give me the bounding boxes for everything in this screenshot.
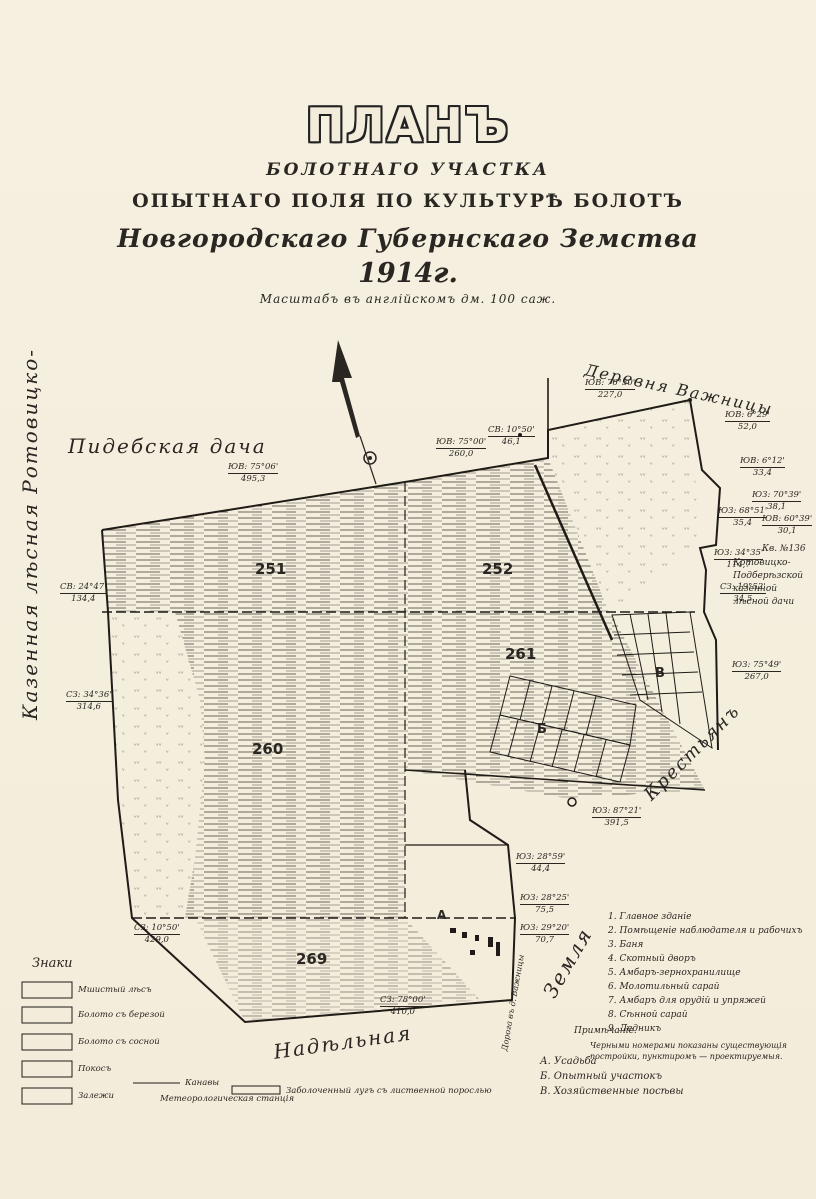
- plot-area-261: [405, 612, 705, 798]
- key-item: 2. Помѣщеніе наблюдателя и рабочихъ: [608, 926, 803, 936]
- boundary-line-west: [101, 529, 517, 1024]
- section-letter: В: [655, 666, 665, 681]
- khotovitsko-label: Котовицко-Подберѣзской казенной лѣсной д…: [733, 558, 804, 607]
- bearing-label: ЮЗ: 87°21'391,5: [592, 806, 642, 828]
- field-grid-b: [489, 675, 637, 783]
- map-year: 1914г.: [358, 258, 458, 289]
- subtitle-experimental-field: ОПЫТНАГО ПОЛЯ ПО КУЛЬТУРѢ БОЛОТЪ: [132, 190, 684, 212]
- section-letter: Б: [537, 722, 547, 737]
- bearing-label: ЮВ: 6°29'52,0: [725, 410, 770, 432]
- map-scale: Масштабъ въ англійскомъ дм. 100 саж.: [259, 292, 557, 306]
- subtitle-bog-plot: БОЛОТНАГО УЧАСТКА: [266, 160, 550, 180]
- key-item: 4. Скотный дворъ: [608, 954, 696, 964]
- legend-item: Заболоченный лугъ съ лиственной порослью: [286, 1086, 492, 1096]
- key-item: 6. Молотильный сарай: [608, 982, 720, 992]
- plot-area-269: [195, 918, 480, 1022]
- section-key-item: Б. Опытный участокъ: [540, 1071, 663, 1082]
- legend-swatches: [21, 981, 281, 1105]
- key-item: 7. Амбаръ для орудій и упряжей: [608, 996, 766, 1006]
- bearing-label: ЮВ: 76°30'227,0: [585, 378, 636, 400]
- bearing-label: ЮЗ: 70°39'38,1: [752, 490, 802, 512]
- section-key-item: В. Хозяйственные посѣвы: [540, 1086, 684, 1097]
- plot-area-260: [175, 612, 405, 918]
- legend-item: Метеорологическая станція: [160, 1094, 295, 1104]
- bearing-label: ЮЗ: 34°35'114,7: [714, 548, 764, 570]
- section-key-item: А. Усадьба: [540, 1056, 597, 1067]
- bearing-label: ЮВ: 60°39'30,1: [762, 514, 813, 536]
- key-item: 1. Главное зданіе: [608, 912, 692, 922]
- bearing-label: ЮЗ: 68°51'35,4: [718, 506, 768, 528]
- bearing-label: СЗ: 78°00'410,0: [380, 995, 426, 1017]
- estate-label: Пидебская дача: [68, 434, 267, 458]
- bearing-label: ЮЗ: 75°49'267,0: [732, 660, 782, 682]
- plot-number: 251: [255, 560, 287, 578]
- key-item: 9. Ледникъ: [608, 1024, 662, 1034]
- north-arrow-icon: [332, 340, 377, 485]
- legend-item: Болото съ березой: [78, 1010, 165, 1020]
- note-text: Черными номерами показаны существующія п…: [590, 1041, 787, 1061]
- forest-zone-right: [548, 400, 700, 615]
- plot-number: 261: [505, 645, 537, 663]
- legend-item: Мшистый лѣсъ: [78, 985, 152, 995]
- section-letter: А: [437, 908, 447, 922]
- key-item: 3. Баня: [608, 940, 644, 950]
- map-title: ПЛАНЪ: [305, 98, 511, 152]
- bearing-label: ЮЗ: 29°20'70,7: [520, 923, 570, 945]
- kvartal-label: Кв. №136: [762, 544, 806, 554]
- bearing-label: СЗ: 19°52'34,5: [720, 582, 766, 604]
- bearing-label: СВ: 24°47'134,4: [60, 582, 107, 604]
- subtitle-zemstvo: Новгородскаго Губернскаго Земства: [117, 224, 699, 253]
- plot-number: 269: [296, 950, 328, 968]
- met-station-icon: [567, 797, 577, 807]
- bearing-label: СЗ: 10°50'429,0: [134, 923, 180, 945]
- forest-label: Казенная лѣсная Ротовицко-: [18, 347, 42, 720]
- bearing-label: ЮВ: 6°12'33,4: [740, 456, 785, 478]
- buildings: [450, 928, 500, 956]
- bearing-label: ЮВ: 75°00'260,0: [436, 437, 487, 459]
- key-item: 8. Сѣнной сарай: [608, 1010, 688, 1020]
- bearing-label: СЗ: 34°36'314,6: [66, 690, 112, 712]
- forest-zone-left: [105, 612, 205, 918]
- legend-item: Канавы: [185, 1078, 220, 1088]
- plot-area-251: [102, 482, 405, 612]
- bearing-label: СВ: 10°50'46,1: [488, 425, 535, 447]
- bearing-label: ЮВ: 75°06'495,3: [228, 462, 279, 484]
- bearing-label: ЮЗ: 28°25'75,5: [520, 893, 570, 915]
- legend-title: Знаки: [32, 956, 73, 971]
- field-grid-v: [611, 611, 713, 750]
- key-item: 5. Амбаръ-зернохранилище: [608, 968, 741, 978]
- plot-area-252: [405, 458, 610, 615]
- plot-number: 252: [482, 560, 514, 578]
- legend-item: Залежи: [78, 1091, 114, 1101]
- legend-item: Болото съ сосной: [78, 1037, 160, 1047]
- plot-number: 260: [252, 740, 284, 758]
- note-label: Примѣчаніе.: [574, 1026, 637, 1036]
- legend-item: Покосъ: [78, 1064, 112, 1074]
- bearing-label: ЮЗ: 28°59'44,4: [516, 852, 566, 874]
